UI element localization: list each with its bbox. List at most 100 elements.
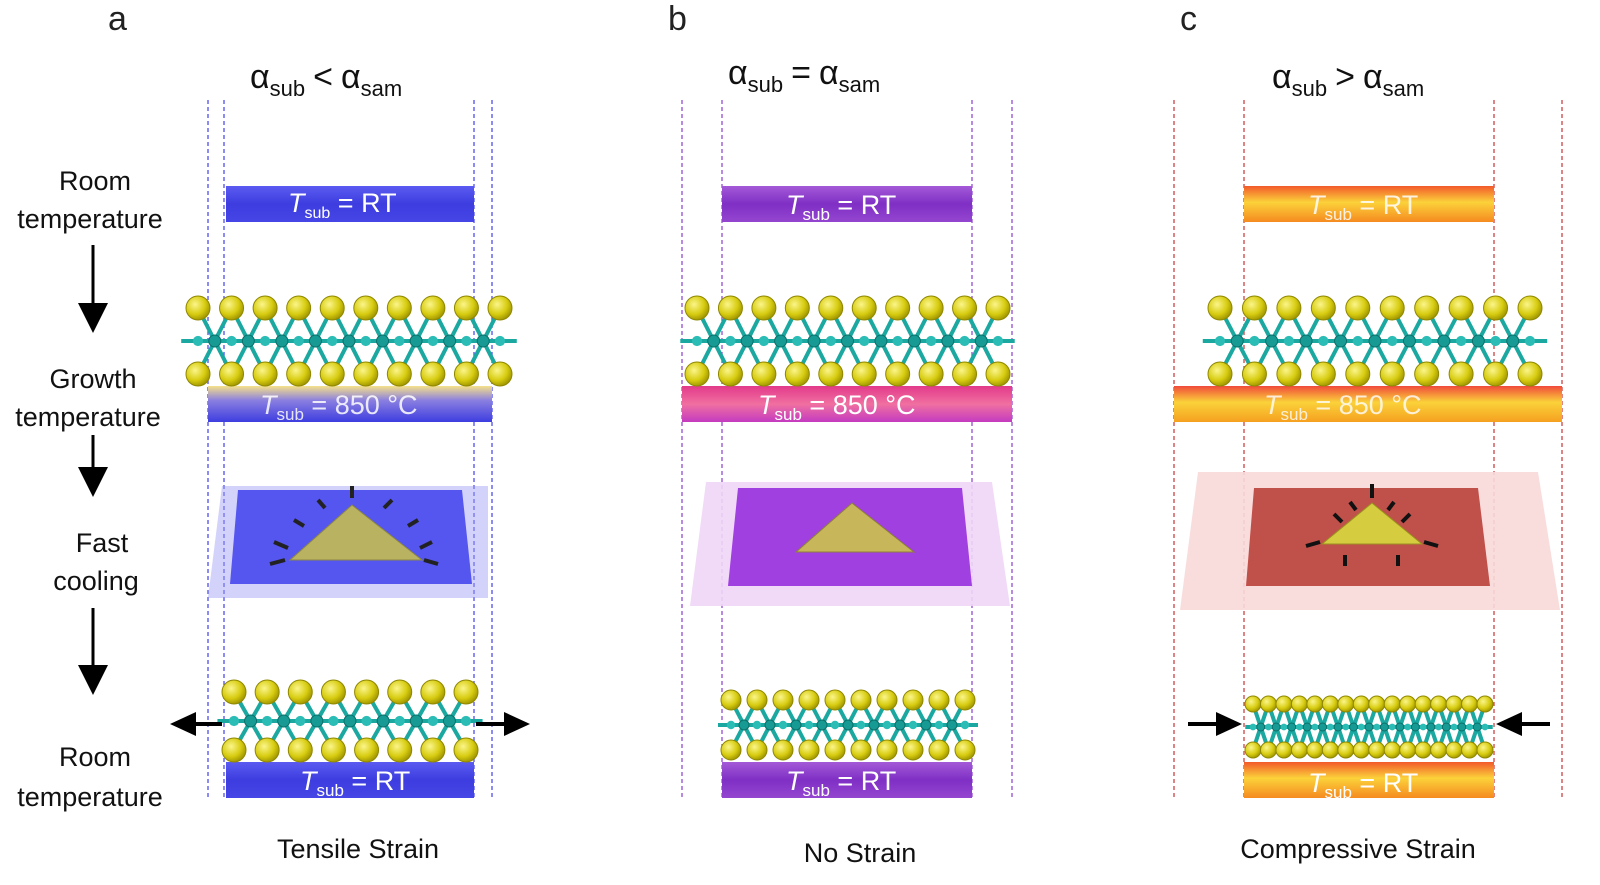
mo-atom [1410, 722, 1420, 732]
mo-atom [1357, 723, 1365, 731]
s-atom [1430, 741, 1448, 759]
cooling-plates [208, 472, 1560, 610]
s-atom [717, 295, 743, 321]
s-atom [354, 679, 380, 705]
s-atom [684, 361, 710, 387]
s-atom [1445, 741, 1463, 759]
s-atom [918, 295, 944, 321]
s-atom [751, 295, 777, 321]
caption-b: No Strain [804, 838, 917, 868]
stage-cooling-line2: cooling [53, 566, 139, 596]
mo-atom [1271, 722, 1281, 732]
mo-atom [310, 714, 324, 728]
substrate-a-room [226, 186, 474, 222]
s-atom [902, 739, 924, 761]
s-atom [1383, 695, 1401, 713]
mo-atom [740, 334, 754, 348]
mo-atom [1490, 335, 1501, 347]
mo-atom [726, 720, 736, 730]
s-atom [1476, 695, 1494, 713]
s-atom [684, 295, 710, 321]
mo-atom [892, 335, 903, 347]
mo-atom [1506, 334, 1520, 348]
monolayer-c-final [1244, 695, 1494, 759]
mo-atom [725, 335, 736, 347]
mo-atom [842, 719, 854, 731]
s-atom [851, 361, 877, 387]
mo-atom [1302, 722, 1312, 732]
s-atom [254, 679, 280, 705]
mo-atom [959, 335, 970, 347]
label-c-room-final: Tsub = RT [1308, 768, 1418, 802]
mo-atom [908, 720, 918, 730]
mo-atom [841, 334, 854, 348]
mo-atom [920, 719, 932, 731]
stage-room-top-line2: temperature [17, 204, 163, 234]
s-atom [420, 679, 446, 705]
s-atom [387, 679, 413, 705]
strain-arrows [170, 712, 1550, 736]
mo-atom [691, 335, 703, 347]
s-atom [487, 361, 513, 387]
monolayer-a-growth [181, 295, 517, 387]
s-atom [985, 295, 1011, 321]
caption-a: Tensile Strain [277, 834, 439, 864]
s-atom [818, 295, 844, 321]
caption-c: Compressive Strain [1240, 834, 1476, 864]
tensile-arrow-left [170, 712, 222, 736]
s-atom [1259, 695, 1277, 713]
mo-atom [894, 719, 906, 731]
mo-atom [804, 720, 814, 730]
monolayer-b-growth [680, 295, 1015, 387]
stage-room-top-line1: Room [59, 166, 131, 196]
s-atom [387, 737, 413, 763]
flake-b [794, 502, 916, 553]
mo-atom [934, 720, 944, 730]
stage-cooling-line1: Fast [76, 528, 129, 558]
mo-atom [1395, 722, 1405, 732]
label-b-room-final: Tsub = RT [786, 766, 896, 800]
strain-ticks-a [269, 486, 439, 566]
mo-atom [874, 334, 888, 348]
mo-atom [1352, 335, 1363, 347]
s-atom [772, 739, 794, 761]
substrate-b-room-final [722, 762, 972, 798]
s-atom [386, 295, 412, 321]
mo-atom [192, 335, 204, 347]
mo-atom [1471, 334, 1485, 348]
mo-atom [960, 720, 970, 730]
mo-atom [1388, 723, 1396, 731]
s-atom [1414, 295, 1440, 321]
s-atom [784, 295, 810, 321]
mo-atom [1456, 335, 1467, 347]
mo-atom [361, 715, 372, 727]
s-atom [185, 361, 211, 387]
s-atom [219, 295, 245, 321]
mo-atom [1364, 722, 1374, 732]
equation-a: αsub<αsam [250, 58, 402, 101]
s-atom [487, 295, 513, 321]
s-atom [985, 361, 1011, 387]
s-atom [928, 689, 950, 711]
substrates [208, 186, 1562, 798]
s-atom [252, 361, 278, 387]
mo-atom [327, 335, 338, 347]
stage-growth-line2: temperature [15, 402, 161, 432]
mo-atom [1426, 722, 1436, 732]
s-atom [1275, 695, 1293, 713]
mo-atom [764, 719, 776, 731]
panel-letter-a: a [108, 0, 127, 38]
mo-atom [409, 714, 423, 728]
mo-atom [262, 715, 273, 727]
s-atom [353, 295, 379, 321]
mo-atom [1287, 722, 1297, 732]
mo-atom [1437, 334, 1451, 348]
mo-atom [807, 334, 821, 348]
mo-atom [941, 334, 955, 348]
mo-atom [825, 335, 836, 347]
mo-atom [244, 714, 258, 728]
mo-atom [1318, 722, 1328, 732]
s-atom [746, 739, 768, 761]
s-atom [1368, 741, 1386, 759]
